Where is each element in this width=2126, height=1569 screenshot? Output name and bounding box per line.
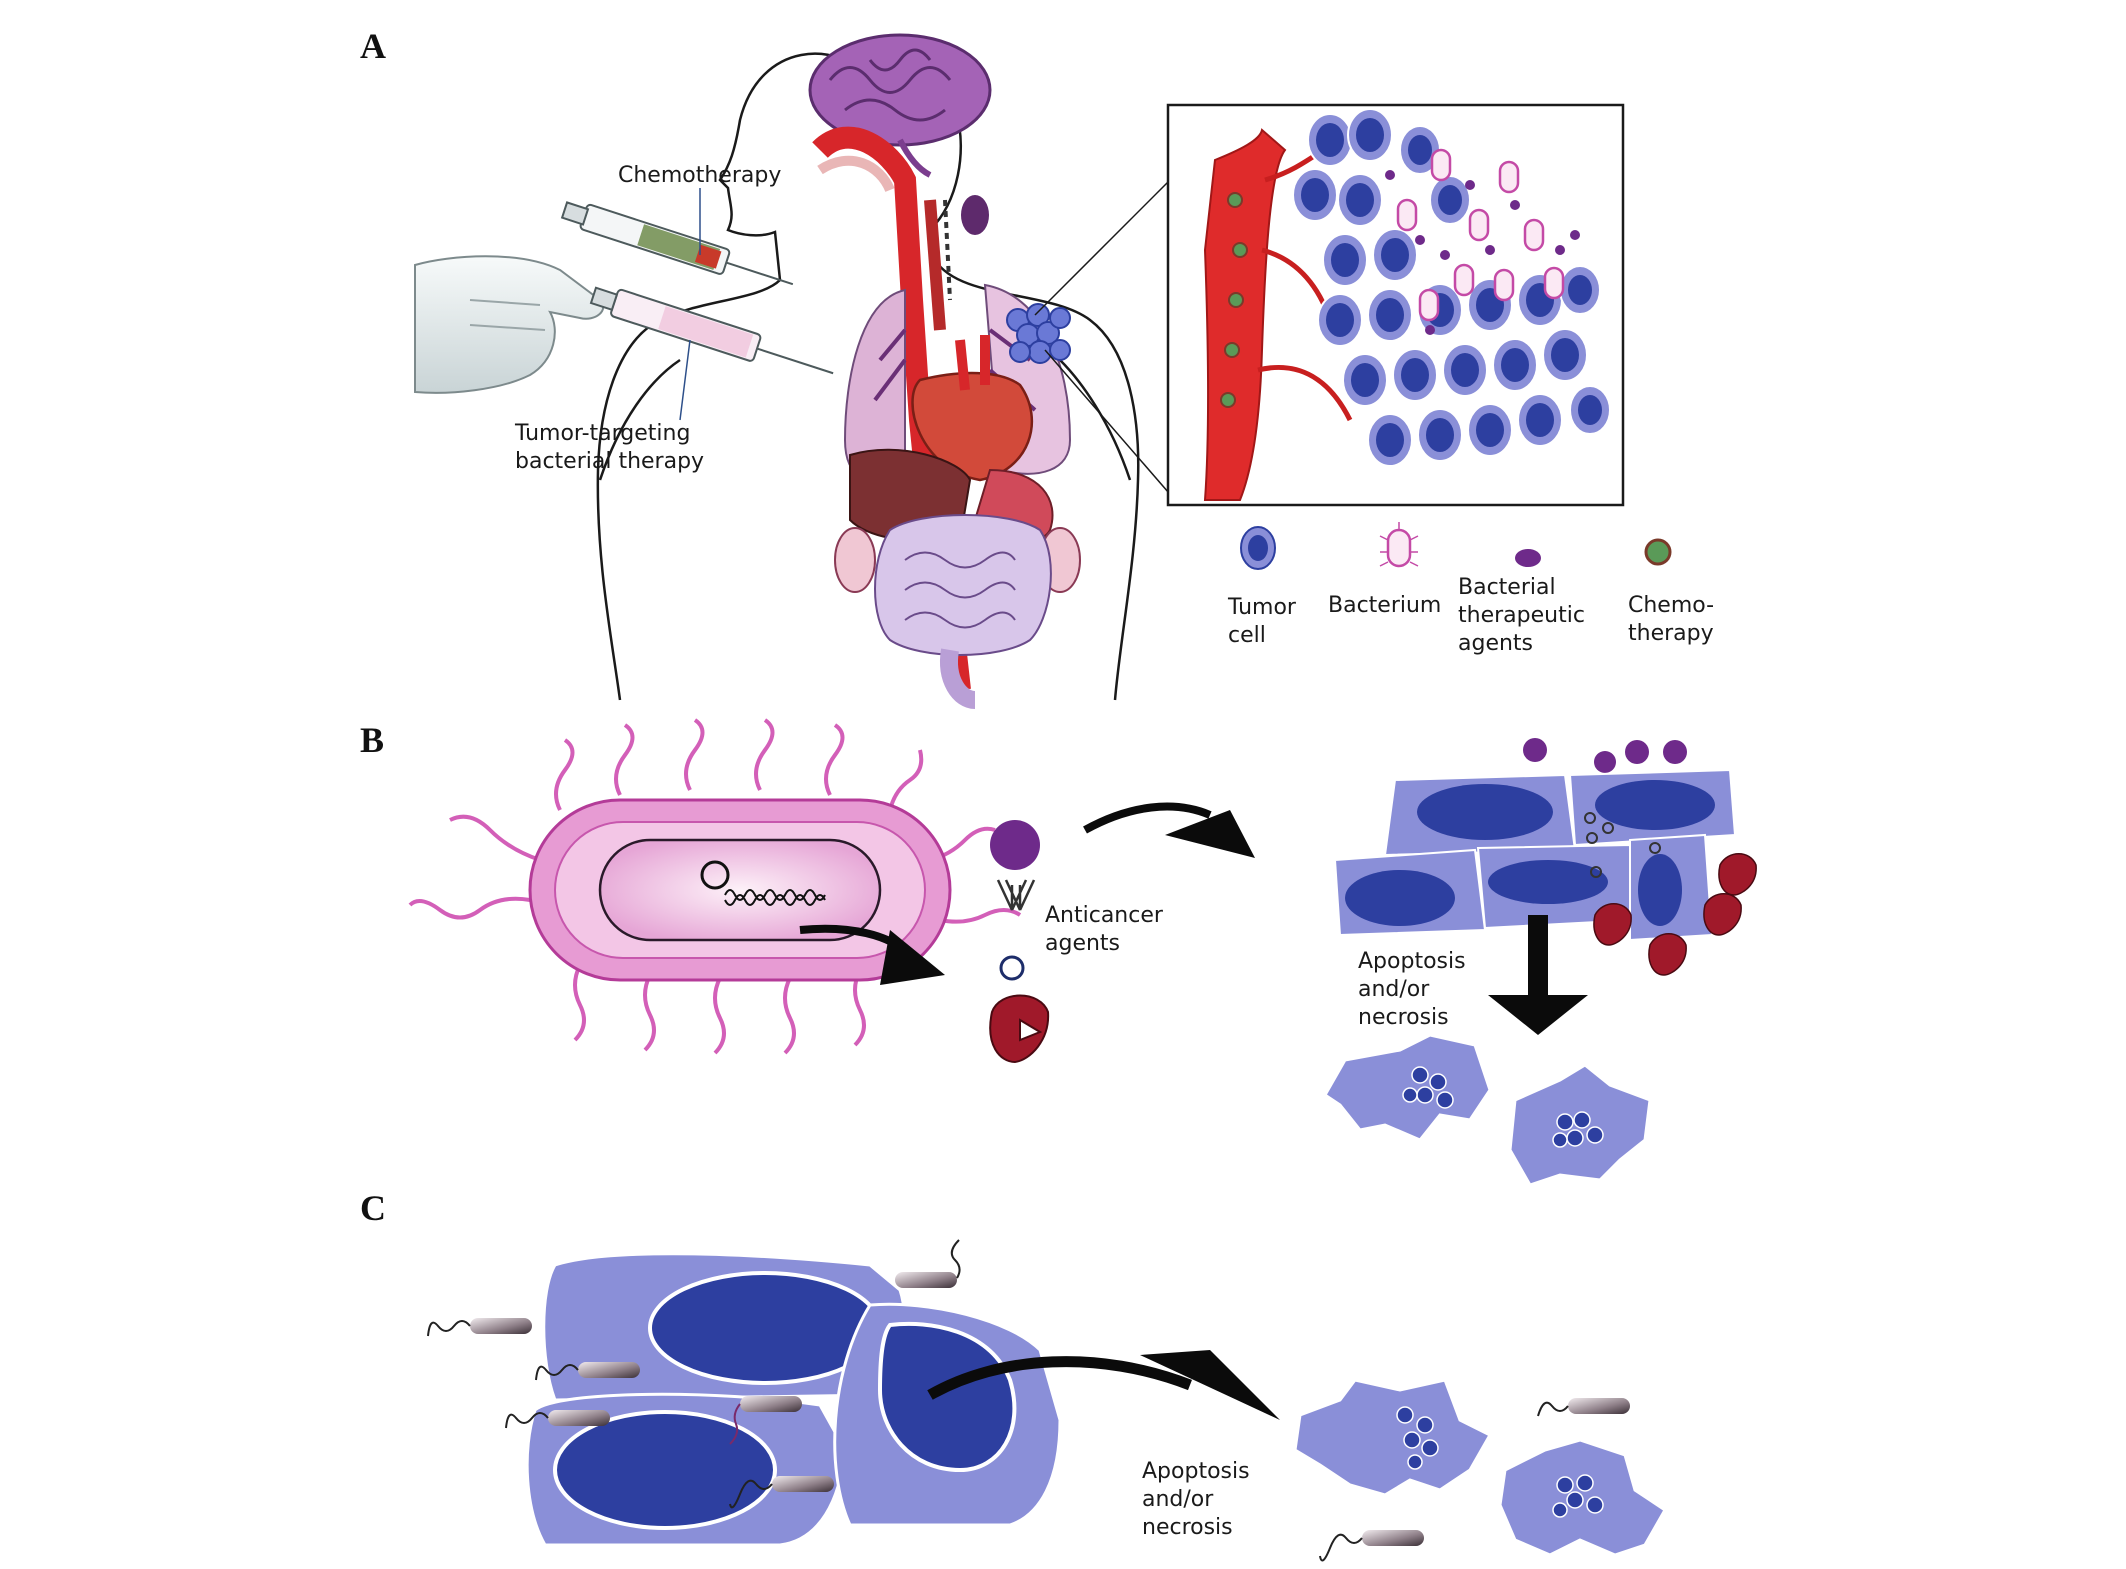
plasmid-icon xyxy=(700,860,730,890)
intestines xyxy=(874,514,1052,709)
panel-b-death-label-line3: necrosis xyxy=(1358,1005,1449,1030)
bacterial-therapy-label-line1: Tumor-targeting xyxy=(514,421,690,446)
panel-c-rod-bacteria xyxy=(427,1239,1630,1562)
panel-b-tumor-cells xyxy=(1333,738,1757,976)
agent-sphere-icon xyxy=(990,820,1040,870)
panel-c-death-label-line2: and/or xyxy=(1142,1487,1214,1512)
legend-chemo-swatch xyxy=(1644,538,1672,566)
panel-b-death-label-line2: and/or xyxy=(1358,977,1430,1002)
chemotherapy-label: Chemotherapy xyxy=(618,163,781,188)
release-arrow-icon xyxy=(799,924,945,985)
legend-agents-swatch xyxy=(1515,549,1541,567)
panel-c-tumor-cells xyxy=(525,1252,1062,1547)
zoom-line-bottom xyxy=(1044,349,1176,501)
anticancer-label-line1: Anticancer xyxy=(1045,903,1164,928)
inset-bacterial-agents xyxy=(1385,170,1580,335)
bacterium-flagella xyxy=(408,718,1022,1055)
anticancer-agents xyxy=(989,820,1050,1064)
legend-bacterium-label: Bacterium xyxy=(1328,593,1441,618)
injecting-hand xyxy=(414,255,605,394)
engineered-bacterium xyxy=(408,718,1022,1055)
antibody-icon xyxy=(996,879,1036,911)
panel-c-letter: C xyxy=(360,1188,386,1228)
chemo-particles-in-vessel xyxy=(1220,192,1248,408)
legend-agents-line1: Bacterial xyxy=(1458,575,1556,600)
blood-vessel xyxy=(1203,128,1287,501)
tumor-microenvironment-inset xyxy=(1166,103,1625,507)
legend-bacterium-swatch xyxy=(1379,522,1419,568)
inset-bacteria xyxy=(1396,148,1565,322)
legend-chemo-line1: Chemo- xyxy=(1628,593,1714,618)
zoom-line-top xyxy=(1034,179,1171,316)
panel-c-death-arrow-icon xyxy=(927,1350,1280,1420)
legend-tumor-cell-line1: Tumor xyxy=(1227,595,1297,620)
panel-c-death-label-line3: necrosis xyxy=(1142,1515,1233,1540)
bacterial-therapy-syringe xyxy=(589,286,834,375)
legend-tumor-cell-line2: cell xyxy=(1228,623,1266,648)
panel-b-death-label-line1: Apoptosis xyxy=(1358,949,1466,974)
panel-a-letter: A xyxy=(360,26,386,66)
heart xyxy=(911,335,1034,482)
delivery-arrow-icon xyxy=(1083,802,1255,858)
panel-b-letter: B xyxy=(360,720,384,760)
lung-tumor-cluster xyxy=(1006,303,1071,364)
legend: Tumor cell Bacterium Bacterial therapeut… xyxy=(1227,522,1714,656)
bacterial-therapy-label-line2: bacterial therapy xyxy=(515,449,704,474)
dna-helix-icon xyxy=(724,889,826,906)
panel-b-apoptotic-cells xyxy=(1323,1033,1652,1187)
thyroid xyxy=(961,195,989,235)
legend-chemo-line2: therapy xyxy=(1628,621,1714,646)
brain xyxy=(808,33,992,178)
panel-c-death-label-line1: Apoptosis xyxy=(1142,1459,1250,1484)
toxin-protein-icon xyxy=(989,994,1050,1064)
anticancer-label-line2: agents xyxy=(1045,931,1120,956)
panel-c-apoptotic-cells xyxy=(1293,1378,1667,1557)
plasmid-vesicle-icon xyxy=(999,955,1025,981)
inset-tumor-nuclei xyxy=(1301,118,1602,457)
death-arrow-down-icon xyxy=(1488,915,1588,1035)
legend-agents-line3: agents xyxy=(1458,631,1533,656)
legend-agents-line2: therapeutic xyxy=(1458,603,1585,628)
bacterial-therapy-pointer xyxy=(679,339,691,421)
chemotherapy-syringe xyxy=(560,201,794,286)
